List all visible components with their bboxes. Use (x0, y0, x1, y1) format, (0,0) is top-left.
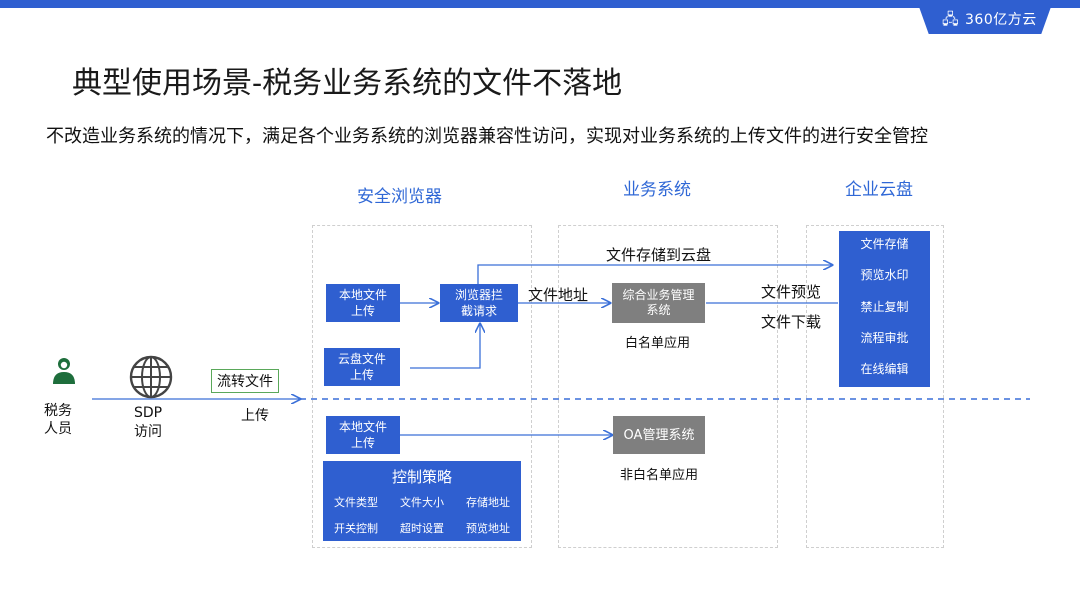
policy-item: 存储地址 (466, 496, 510, 509)
column-heading-business: 业务系统 (623, 180, 691, 200)
transfer-file-tag: 流转文件 (211, 369, 279, 393)
policy-item: 开关控制 (334, 522, 378, 535)
policy-title: 控制策略 (391, 468, 452, 486)
column-heading-cloud: 企业云盘 (845, 180, 913, 200)
cloud-feature-list: 文件存储 预览水印 禁止复制 流程审批 在线编辑 (839, 231, 930, 387)
local-file-upload-box-lower[interactable]: 本地文件 上传 (326, 416, 400, 454)
cloud-logo-icon: 🖧 (942, 10, 959, 28)
globe-icon (128, 354, 174, 400)
slide-subtitle: 不改造业务系统的情况下，满足各个业务系统的浏览器兼容性访问，实现对业务系统的上传… (46, 126, 928, 147)
browser-intercept-box[interactable]: 浏览器拦 截请求 (440, 284, 518, 322)
cloud-feature-item: 预览水印 (860, 268, 909, 283)
business-column-frame (558, 225, 778, 548)
control-policy-box: 控制策略 文件类型 文件大小 存储地址 开关控制 超时设置 预览地址 (323, 461, 521, 541)
file-download-label: 文件下载 (761, 313, 822, 331)
policy-item: 文件大小 (400, 496, 444, 509)
brand-logo-text: 360亿方云 (965, 12, 1037, 28)
logo-tab (918, 4, 1052, 34)
cloud-to-intercept-arrow (410, 324, 480, 369)
policy-item: 文件类型 (334, 496, 378, 509)
user-icon (51, 356, 77, 386)
sdp-label: SDP 访问 (134, 405, 163, 440)
policy-items: 文件类型 文件大小 存储地址 开关控制 超时设置 预览地址 (323, 494, 521, 536)
store-to-cloud-arrow (477, 265, 832, 284)
non-whitelist-app-label: 非白名单应用 (620, 468, 699, 483)
oa-system-box[interactable]: OA管理系统 (613, 416, 705, 454)
cloud-feature-item: 在线编辑 (860, 362, 909, 376)
upload-label: 上传 (241, 408, 269, 424)
cloud-column-frame (806, 225, 944, 548)
policy-item: 超时设置 (400, 522, 444, 535)
browser-column-frame (312, 225, 532, 548)
file-preview-label: 文件预览 (761, 283, 822, 301)
column-heading-browser: 安全浏览器 (357, 187, 442, 207)
cloud-feature-item: 禁止复制 (860, 299, 909, 314)
file-address-label: 文件地址 (528, 286, 589, 304)
cloud-feature-item: 文件存储 (860, 237, 909, 251)
store-to-cloud-label: 文件存储到云盘 (606, 246, 712, 264)
policy-item: 预览地址 (466, 522, 510, 535)
actor-label: 税务 人员 (44, 403, 72, 437)
cloud-feature-item: 流程审批 (860, 330, 909, 345)
integrated-business-system-box[interactable]: 综合业务管理 系统 (612, 283, 705, 323)
top-accent-bar (0, 0, 1080, 8)
local-file-upload-box[interactable]: 本地文件 上传 (326, 284, 400, 322)
whitelist-app-label: 白名单应用 (625, 336, 691, 351)
slide-title: 典型使用场景-税务业务系统的文件不落地 (72, 66, 623, 101)
cloud-file-upload-box[interactable]: 云盘文件 上传 (324, 348, 400, 386)
